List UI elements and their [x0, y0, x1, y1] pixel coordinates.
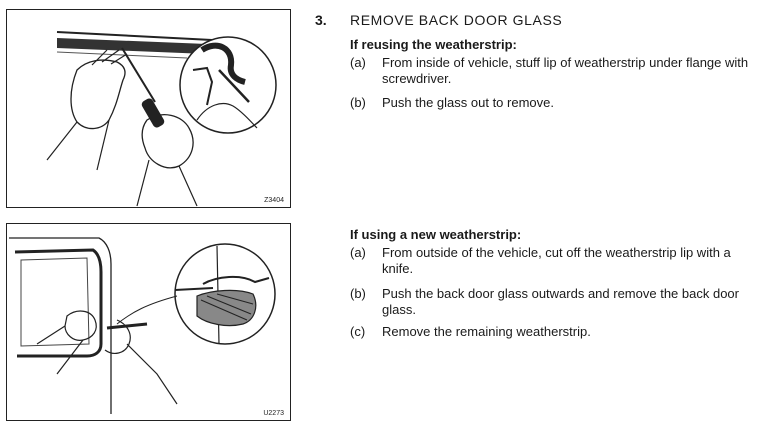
item-text: From outside of the vehicle, cut off the… [382, 245, 731, 276]
section-heading-new: If using a new weatherstrip: [350, 227, 522, 242]
figure-code: Z3404 [264, 197, 284, 204]
step-number: 3. [315, 12, 327, 28]
item-text: Remove the remaining weatherstrip. [382, 324, 591, 339]
item-text: Push the back door glass outwards and re… [382, 286, 739, 317]
section-heading-reuse: If reusing the weatherstrip: [350, 37, 517, 52]
item-label: (b) [350, 286, 366, 301]
figure-reuse-weatherstrip: Z3404 [6, 9, 291, 208]
item-label: (b) [350, 95, 366, 110]
illustration-knife-weatherstrip [9, 237, 276, 414]
illustration-screwdriver-weatherstrip [46, 31, 277, 207]
figure-code: U2273 [263, 410, 284, 417]
item-text: From inside of vehicle, stuff lip of wea… [382, 55, 749, 86]
item-label: (c) [350, 324, 366, 339]
item-label: (a) [350, 55, 366, 70]
figure-new-weatherstrip: U2273 [6, 223, 291, 421]
item-label: (a) [350, 245, 366, 260]
step-title: REMOVE BACK DOOR GLASS [350, 12, 563, 28]
item-text: Push the glass out to remove. [382, 95, 554, 110]
